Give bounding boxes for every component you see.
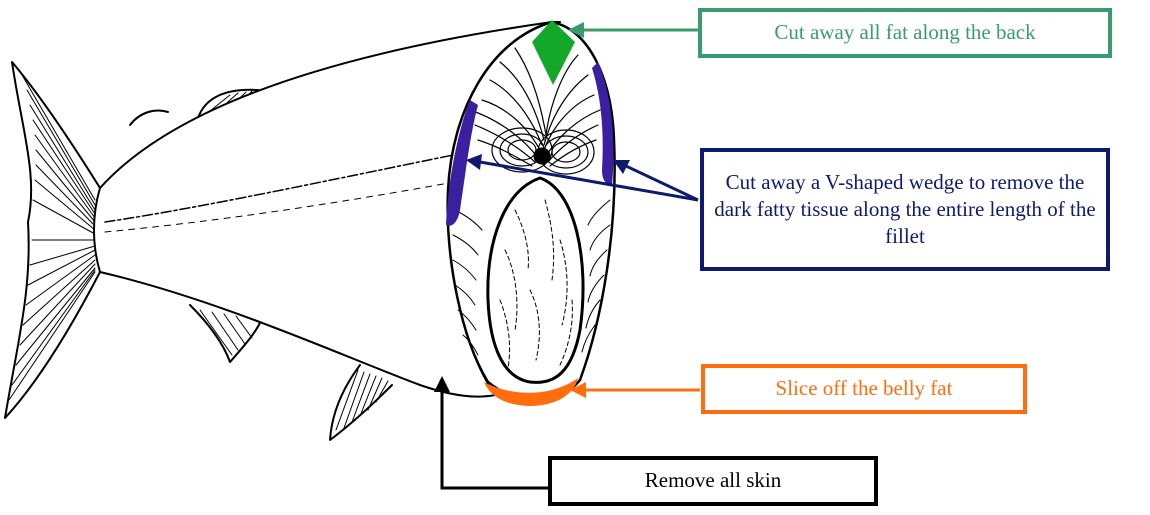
label-v-wedge: Cut away a V-shaped wedge to remove the …: [700, 148, 1110, 271]
label-belly-fat: Slice off the belly fat: [701, 364, 1027, 414]
label-back-fat-text: Cut away all fat along the back: [774, 19, 1035, 46]
adipose-fin: [130, 111, 168, 125]
arrow-belly: [570, 382, 700, 398]
label-back-fat: Cut away all fat along the back: [698, 8, 1112, 58]
label-v-wedge-text: Cut away a V-shaped wedge to remove the …: [714, 169, 1096, 251]
backbone: [534, 148, 550, 164]
label-remove-skin: Remove all skin: [548, 456, 878, 506]
anal-fin: [330, 365, 392, 440]
arrow-back: [568, 22, 698, 38]
label-remove-skin-text: Remove all skin: [645, 467, 781, 494]
label-belly-fat-text: Slice off the belly fat: [776, 375, 953, 402]
